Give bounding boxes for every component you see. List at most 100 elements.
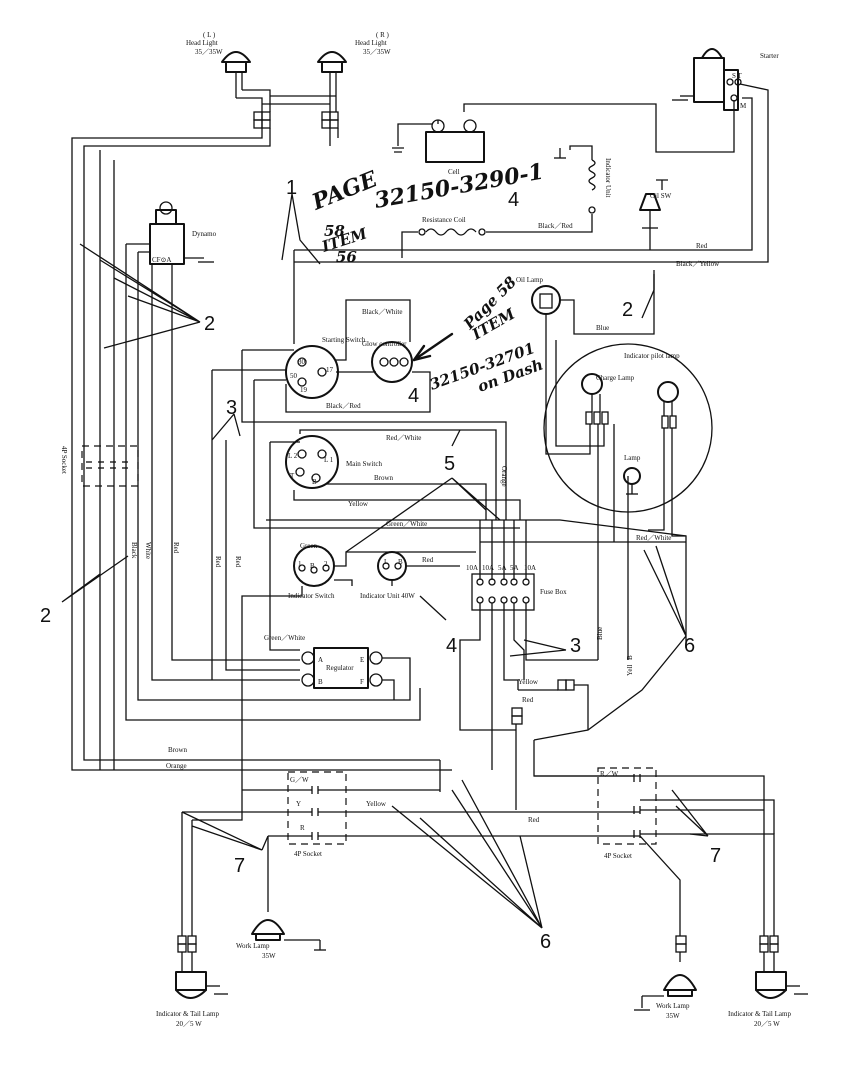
wire-red-conn: Red: [522, 696, 534, 704]
head-light-right-name: Head Light: [355, 39, 387, 47]
is-1: 1: [298, 560, 302, 568]
wire-blue-v: Blue: [596, 627, 604, 640]
sock-gw: G／W: [290, 776, 309, 784]
fuse-rating-1: 10A: [466, 564, 478, 572]
callout-6b: 6: [540, 931, 551, 953]
callout-3a: 3: [226, 397, 237, 419]
hand-page: PAGE: [308, 166, 382, 216]
wire-white-v: White: [144, 542, 152, 559]
wire-yellow-bottom: Yellow: [366, 800, 387, 808]
wire-red-iu: Red: [422, 556, 434, 564]
wire-black-red-top: Black／Red: [538, 222, 573, 230]
oil-lamp-label: Oil Lamp: [516, 276, 544, 284]
callout-7a: 7: [234, 855, 245, 877]
wire-black-white: Black／White: [362, 308, 402, 316]
wire-yellow-conn: Yellow: [518, 678, 539, 686]
ms-l1: L 1: [324, 456, 334, 464]
tail-lamp-right-name: Indicator & Tail Lamp: [728, 1010, 791, 1018]
wire-red-white: Red／White: [386, 434, 421, 442]
charge-lamp-label: Charge Lamp: [596, 374, 635, 382]
head-light-left-rating: 35／35W: [195, 48, 223, 56]
oil-switch: [639, 179, 668, 240]
sock-y: Y: [296, 800, 301, 808]
fuse-box-label: Fuse Box: [540, 588, 567, 596]
callout-2a: 2: [204, 313, 215, 335]
wire-red-v2: Red: [214, 556, 222, 568]
reg-a: A: [318, 656, 323, 664]
dynamo-label: Dynamo: [192, 230, 217, 238]
main-switch: [285, 435, 339, 489]
indicator-pilot-lamp-label: Indicator pilot lamp: [624, 352, 680, 360]
is-b: B: [310, 562, 315, 570]
tail-lamp-right: [755, 935, 808, 999]
fuse-rating-5: 10A: [524, 564, 536, 572]
ms-t: T: [290, 472, 295, 480]
wire-yellow-ms: Yellow: [348, 500, 369, 508]
wire-green-white-mid: Green／White: [386, 520, 427, 528]
head-light-left: [221, 51, 271, 129]
sock-r: R: [300, 824, 305, 832]
fuse-rating-3: 5A: [498, 564, 507, 572]
socket-4p-vertical-box: [81, 445, 139, 487]
socket-4p-left-box: [287, 771, 347, 845]
socket-4p-right-label: 4P Socket: [604, 852, 632, 860]
work-lamp-left-name: Work Lamp: [236, 942, 270, 950]
callout-7b: 7: [710, 845, 721, 867]
fuse-box-fuses: [476, 578, 530, 604]
wire-brown-ms: Brown: [374, 474, 394, 482]
hand-arrow: [412, 332, 454, 362]
head-light-right-rating: 35／35W: [363, 48, 391, 56]
work-lamp-left-rating: 35W: [262, 952, 276, 960]
iu-b: B: [398, 558, 403, 566]
glow-controller: [371, 341, 413, 383]
indicator-unit-40w: [377, 551, 407, 581]
reg-f: F: [360, 678, 364, 686]
socket-4p-right-box: [597, 767, 657, 845]
callout-4b: 4: [408, 385, 419, 407]
ss-50: 50: [290, 372, 298, 380]
hand-part-top: 32150-3290-1: [373, 159, 546, 214]
starter-terminals: S T: [732, 72, 743, 80]
starter: [672, 48, 742, 111]
hand-item-num: 56: [336, 248, 357, 266]
oil-sw-label: Oil SW: [650, 192, 672, 200]
callout-3b: 3: [570, 635, 581, 657]
cell-label: Cell: [448, 168, 460, 176]
tail-lamp-left-name: Indicator & Tail Lamp: [156, 1010, 219, 1018]
tail-lamp-right-rating: 20／5 W: [754, 1020, 780, 1028]
callout-4c: 4: [446, 635, 457, 657]
indicator-unit-vertical: Indicator Unit: [604, 158, 612, 198]
regulator: [313, 647, 369, 689]
ss-30: 30: [298, 358, 306, 366]
wire-brown-bottom: Brown: [168, 746, 188, 754]
head-light-left-side: ( L ): [203, 31, 216, 39]
tail-lamp-left: [175, 935, 228, 999]
socket-4p-vertical-label: 4P Socket: [60, 446, 68, 474]
starting-switch-label: Starting Switch: [322, 336, 366, 344]
wire-red-v3: Red: [234, 556, 242, 568]
wire-b-v: B: [626, 655, 634, 660]
resistance-coil: [418, 228, 486, 236]
callout-5: 5: [444, 453, 455, 475]
wire-red-top: Red: [696, 242, 708, 250]
wire-black-red-glow: Black／Red: [326, 402, 361, 410]
callout-2c: 2: [622, 299, 633, 321]
work-lamp-right-rating: 35W: [666, 1012, 680, 1020]
indicator-pilot-lamp: [657, 381, 679, 429]
wire-red-white-right: Red／White: [636, 534, 671, 542]
glow-controller-label: Glow controller: [362, 340, 407, 348]
cell-battery: [425, 119, 485, 163]
indicator-unit-top: [554, 145, 596, 214]
socket-4p-left-label: 4P Socket: [294, 850, 322, 858]
ms-l2: L 2: [288, 452, 298, 460]
callout-2b: 2: [40, 605, 51, 627]
wire-black-yellow: Black／Yellow: [676, 260, 720, 268]
work-lamp-right: [634, 935, 697, 1011]
resistance-coil-label: Resistance Coil: [422, 216, 466, 224]
is-2: 2: [324, 560, 328, 568]
oil-lamp: [531, 285, 561, 340]
starter-label: Starter: [760, 52, 779, 60]
work-lamp-right-name: Work Lamp: [656, 1002, 690, 1010]
sock-rw: R／W: [600, 770, 619, 778]
callout-4a: 4: [508, 189, 519, 211]
